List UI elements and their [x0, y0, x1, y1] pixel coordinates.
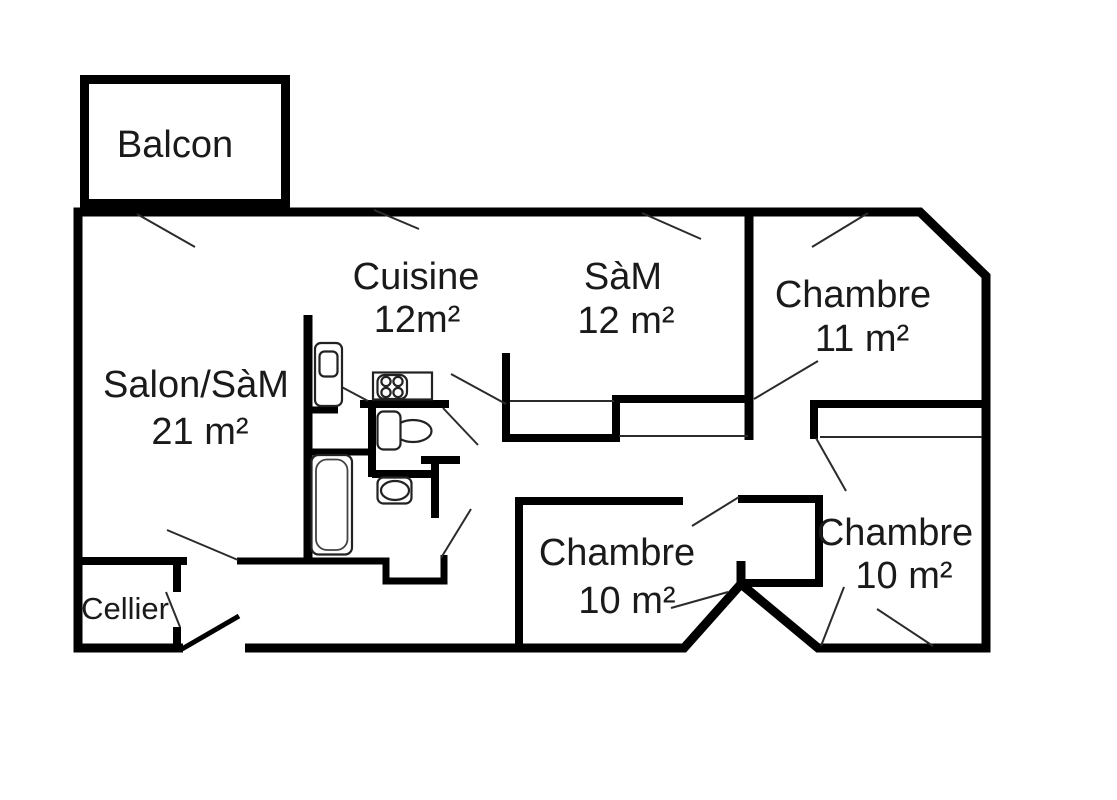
- balcony-label: Balcon: [117, 124, 233, 166]
- wall-chambre-mid: [515, 497, 683, 650]
- cellier-door-swing: [165, 591, 181, 628]
- room-label-chambre10-mid: Chambre: [539, 532, 695, 574]
- balcony-outline: [80, 75, 290, 208]
- room-area-chambre11: 11 m²: [815, 318, 909, 360]
- chambre11-door-swing: [753, 360, 819, 400]
- kitchen-door-swing-b: [442, 407, 479, 446]
- chambre10m-door-swing: [691, 496, 740, 527]
- refrigerator-icon: [313, 341, 344, 408]
- hall-step-swing: [440, 508, 472, 559]
- apartment-outline: [73, 207, 991, 653]
- kitchen-door-swing-a: [450, 373, 507, 405]
- chambre11-window-line: [811, 212, 869, 248]
- room-label-chambre10-right: Chambre: [817, 512, 973, 554]
- sam-window-line: [641, 212, 702, 240]
- bathtub-icon: [310, 453, 354, 556]
- room-area-sam: 12 m²: [577, 300, 674, 342]
- wall-chambre11-closet: [810, 400, 986, 439]
- sink-icon: [376, 476, 413, 505]
- room-label-sam: SàM: [584, 256, 662, 298]
- room-label-cellier: Cellier: [81, 591, 169, 626]
- room-label-chambre11: Chambre: [775, 274, 931, 316]
- interior-walls: [78, 208, 986, 650]
- room-labels: Balcon Salon/SàM 21 m² Cuisine 12m² SàM …: [81, 124, 973, 626]
- room-area-chambre10-mid: 10 m²: [578, 580, 675, 622]
- hall-door-swing: [166, 529, 239, 561]
- room-label-cuisine: Cuisine: [353, 256, 480, 298]
- wall-hall-right-jog: [237, 555, 448, 585]
- entry-door-leaf: [180, 613, 241, 652]
- chambre10r-closet-swing: [815, 437, 847, 492]
- chambre10r-window-line: [876, 608, 934, 647]
- wall-closet-box: [738, 495, 823, 587]
- cuisine-window-line: [373, 209, 420, 230]
- fixtures: [310, 341, 434, 556]
- room-area-salon: 21 m²: [151, 411, 248, 453]
- wall-sam-bottom: [502, 353, 751, 442]
- room-area-cuisine: 12m²: [374, 299, 461, 341]
- room-area-chambre10-right: 10 m²: [855, 555, 952, 597]
- stove-icon: [371, 371, 434, 401]
- room-label-salon: Salon/SàM: [103, 364, 289, 406]
- toilet-icon: [376, 410, 433, 451]
- balcony-door-line: [136, 213, 196, 248]
- chambre10m-pointer-line: [670, 591, 729, 609]
- chambre10r-door-swing: [820, 586, 845, 647]
